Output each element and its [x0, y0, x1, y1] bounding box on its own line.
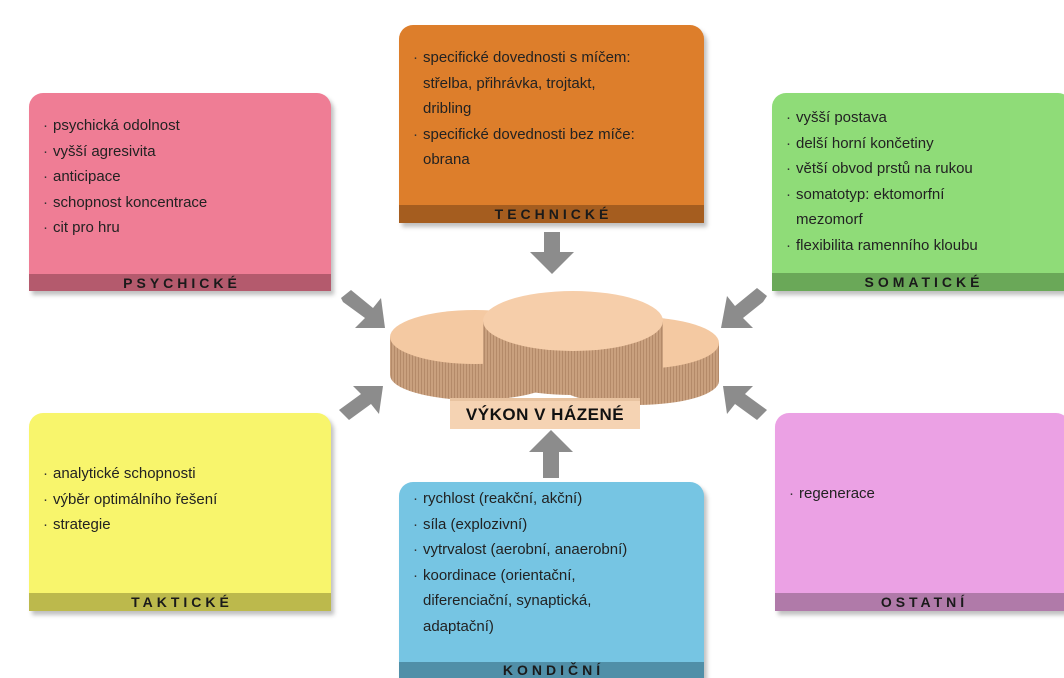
kondicni-title: KONDIČNÍ	[502, 662, 605, 678]
ostatni-title-band: OSTATNÍ	[775, 593, 1064, 611]
psychicke-title: PSYCHICKÉ	[123, 274, 241, 291]
psychicke-title-band: PSYCHICKÉ	[29, 274, 331, 291]
box-somaticke: vyšší postava delší horní končetiny větš…	[772, 93, 1064, 291]
list-item: specifické dovednosti s míčem:	[413, 45, 690, 71]
center-label: VÝKON V HÁZENÉ	[450, 398, 640, 429]
list-item-continuation: obrana	[423, 151, 470, 168]
somaticke-title: SOMATICKÉ	[864, 274, 984, 290]
arrow-up-icon	[529, 430, 573, 478]
psychicke-list: psychická odolnost vyšší agresivita anti…	[29, 93, 331, 241]
list-item: výběr optimálního řešení	[43, 487, 317, 513]
list-item: anticipace	[43, 164, 317, 190]
list-item: somatotyp: ektomorfní	[786, 182, 1058, 208]
box-ostatni: regenerace OSTATNÍ	[775, 413, 1064, 611]
list-item: flexibilita ramenního kloubu	[786, 233, 1058, 259]
list-item: vyšší postava	[786, 105, 1058, 131]
list-item: analytické schopnosti	[43, 461, 317, 487]
list-item: rychlost (reakční, akční)	[413, 486, 690, 512]
kondicni-list: rychlost (reakční, akční) síla (exploziv…	[399, 482, 704, 639]
list-item-continuation: střelba, přihrávka, trojtakt,	[423, 74, 596, 92]
arrow-up-left-icon	[723, 386, 767, 420]
list-item: schopnost koncentrace	[43, 190, 317, 216]
list-item-continuation: adaptační)	[423, 617, 494, 635]
arrow-down-left-icon	[721, 288, 767, 328]
box-technicke: specifické dovednosti s míčem: střelba, …	[399, 25, 704, 223]
box-takticke: analytické schopnosti výběr optimálního …	[29, 413, 331, 611]
list-item: větší obvod prstů na rukou	[786, 156, 1058, 182]
list-item-continuation: dribling	[423, 100, 472, 117]
technicke-title: TECHNICKÉ	[494, 206, 613, 222]
list-item-continuation: diferenciační, synaptická,	[423, 592, 592, 609]
technicke-list: specifické dovednosti s míčem: střelba, …	[399, 25, 704, 173]
list-item: koordinace (orientační,	[413, 563, 690, 589]
list-item: síla (explozivní)	[413, 512, 690, 538]
list-item: regenerace	[789, 481, 1056, 507]
kondicni-title-band: KONDIČNÍ	[399, 662, 704, 678]
takticke-title-band: TAKTICKÉ	[29, 593, 331, 611]
arrow-down-icon	[530, 232, 574, 274]
list-item: psychická odolnost	[43, 113, 317, 139]
list-item: vyšší agresivita	[43, 139, 317, 165]
takticke-title: TAKTICKÉ	[131, 594, 233, 610]
cylinder-middle	[483, 291, 663, 395]
list-item: strategie	[43, 512, 317, 538]
list-item: cit pro hru	[43, 215, 317, 241]
technicke-title-band: TECHNICKÉ	[399, 205, 704, 223]
box-psychicke: psychická odolnost vyšší agresivita anti…	[29, 93, 331, 291]
arrow-down-right-icon	[341, 290, 385, 328]
somaticke-list: vyšší postava delší horní končetiny větš…	[772, 93, 1064, 258]
ostatni-list: regenerace	[775, 413, 1064, 507]
list-item-continuation: mezomorf	[796, 211, 863, 228]
list-item: specifické dovednosti bez míče:	[413, 122, 690, 148]
takticke-list: analytické schopnosti výběr optimálního …	[29, 413, 331, 538]
somaticke-title-band: SOMATICKÉ	[772, 273, 1064, 291]
list-item: delší horní končetiny	[786, 131, 1058, 157]
center-cylinders	[390, 291, 719, 405]
list-item: vytrvalost (aerobní, anaerobní)	[413, 537, 690, 563]
arrow-up-right-icon	[339, 386, 383, 420]
ostatni-title: OSTATNÍ	[880, 594, 969, 610]
box-kondicni: rychlost (reakční, akční) síla (exploziv…	[399, 482, 704, 678]
